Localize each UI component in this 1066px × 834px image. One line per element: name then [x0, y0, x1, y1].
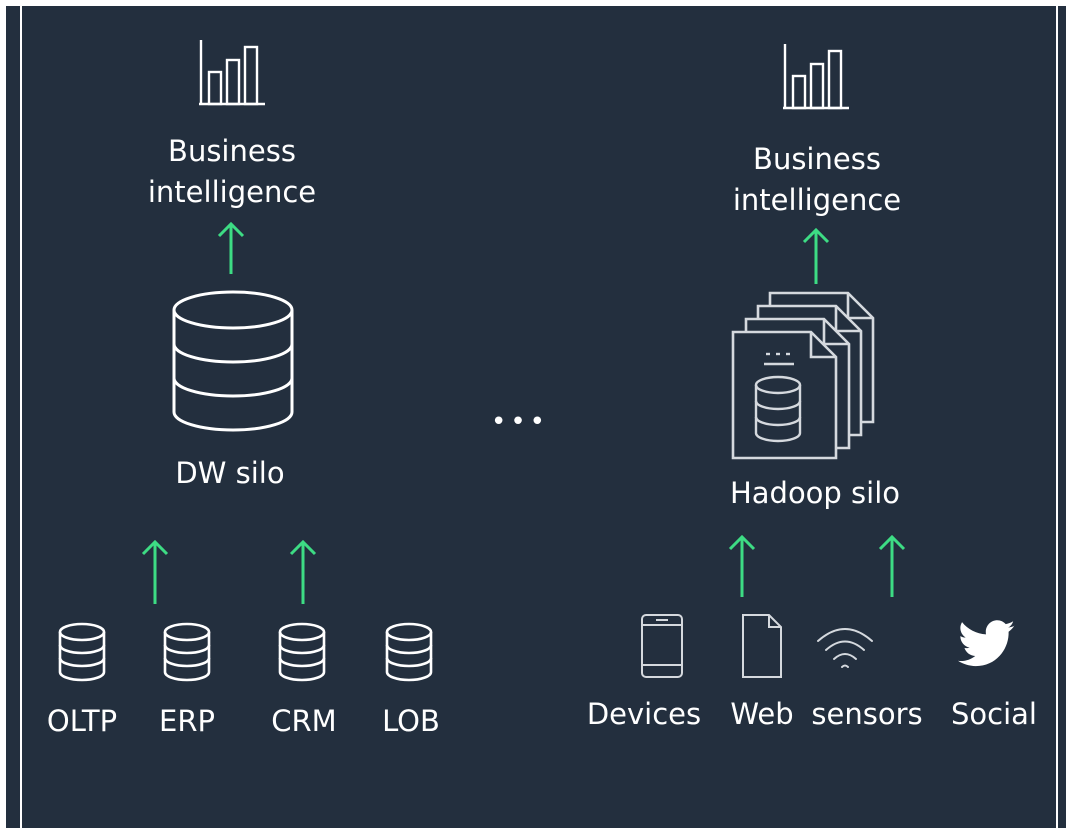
arrow-up-icon: [217, 221, 245, 274]
bar-chart-icon: [783, 44, 849, 110]
source-label-oltp: OLTP: [46, 704, 118, 738]
source-label-lob: LOB: [382, 704, 440, 738]
dw-silo-label: DW silo: [175, 456, 285, 490]
bi-label-left-line2: intelligence: [147, 175, 317, 209]
source-label-web: Web: [730, 697, 794, 731]
source-label-crm: CRM: [271, 704, 337, 738]
source-label-devices: Devices: [586, 697, 702, 731]
bar-chart-icon: [199, 40, 265, 106]
crm-database-icon: [278, 622, 326, 682]
arrow-up-icon: [878, 534, 906, 597]
arrow-up-icon: [728, 534, 756, 597]
bi-label-right-line1: Business: [753, 142, 881, 176]
bi-label-left-line1: Business: [168, 134, 296, 168]
ellipsis-separator: •••: [490, 407, 549, 437]
erp-database-icon: [163, 622, 211, 682]
sensor-signal-icon: [817, 628, 873, 668]
arrow-up-icon: [141, 539, 169, 604]
source-label-erp: ERP: [159, 704, 215, 738]
right-border-line: [1056, 6, 1058, 828]
bi-label-right-line2: intelligence: [732, 183, 902, 217]
lob-database-icon: [385, 622, 433, 682]
oltp-database-icon: [58, 622, 106, 682]
arrow-up-icon: [289, 539, 317, 604]
web-document-icon: [742, 614, 782, 678]
twitter-bird-icon: [957, 620, 1015, 667]
source-label-social: Social: [951, 697, 1037, 731]
hadoop-cluster-icon: [731, 291, 875, 460]
hadoop-silo-label: Hadoop silo: [729, 476, 901, 510]
mobile-device-icon: [641, 614, 683, 678]
database-icon: [172, 290, 294, 432]
source-label-sensors: sensors: [811, 697, 923, 731]
left-border-line: [20, 6, 22, 828]
arrow-up-icon: [802, 227, 830, 284]
